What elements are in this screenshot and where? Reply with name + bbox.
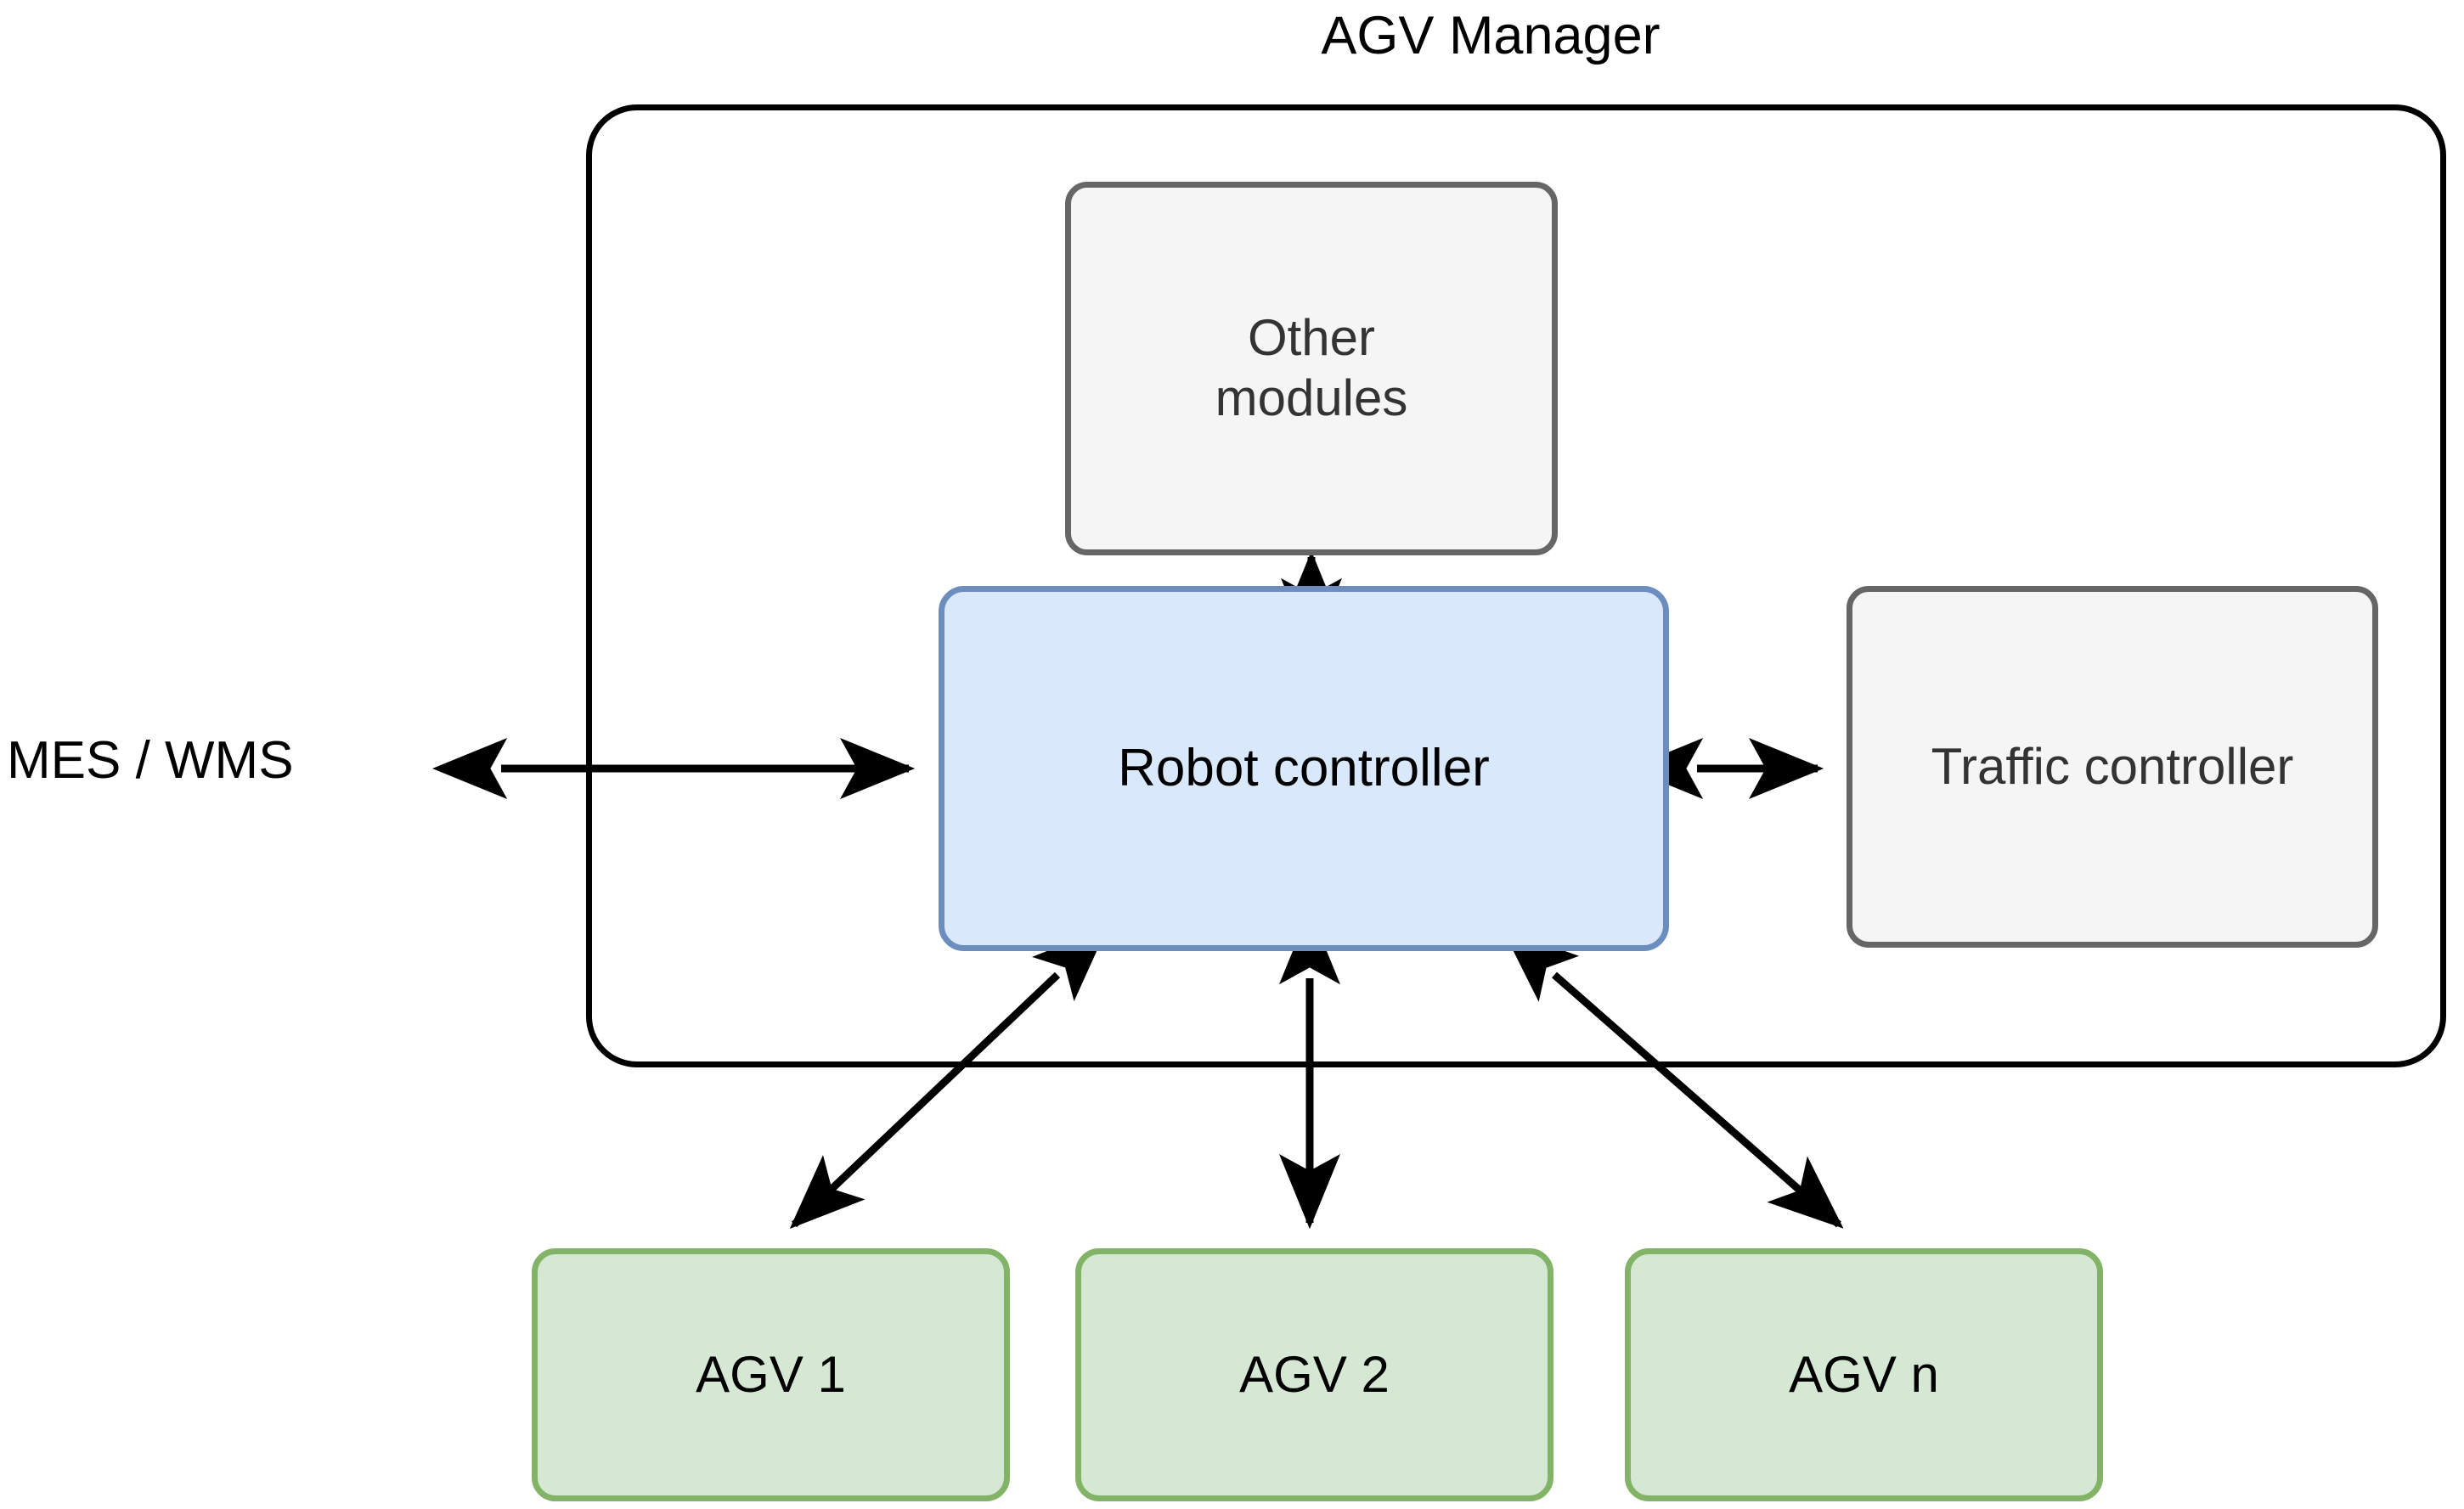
node-traffic-controller[interactable]: Traffic controller (1847, 586, 2378, 948)
mes-wms-label: MES / WMS (7, 731, 294, 790)
node-robot-controller[interactable]: Robot controller (939, 586, 1669, 951)
node-agv-1-label: AGV 1 (696, 1345, 846, 1403)
node-other-modules[interactable]: Other modules (1065, 182, 1558, 555)
node-robot-controller-label: Robot controller (1118, 739, 1490, 798)
node-other-modules-label: Other modules (1215, 309, 1408, 426)
node-agv-n[interactable]: AGV n (1625, 1248, 2103, 1501)
node-traffic-controller-label: Traffic controller (1931, 737, 2294, 795)
node-agv-2[interactable]: AGV 2 (1075, 1248, 1553, 1501)
node-agv-n-label: AGV n (1789, 1345, 1939, 1403)
page-title: AGV Manager (1321, 6, 1661, 65)
node-agv-1[interactable]: AGV 1 (532, 1248, 1010, 1501)
node-agv-2-label: AGV 2 (1239, 1345, 1390, 1403)
